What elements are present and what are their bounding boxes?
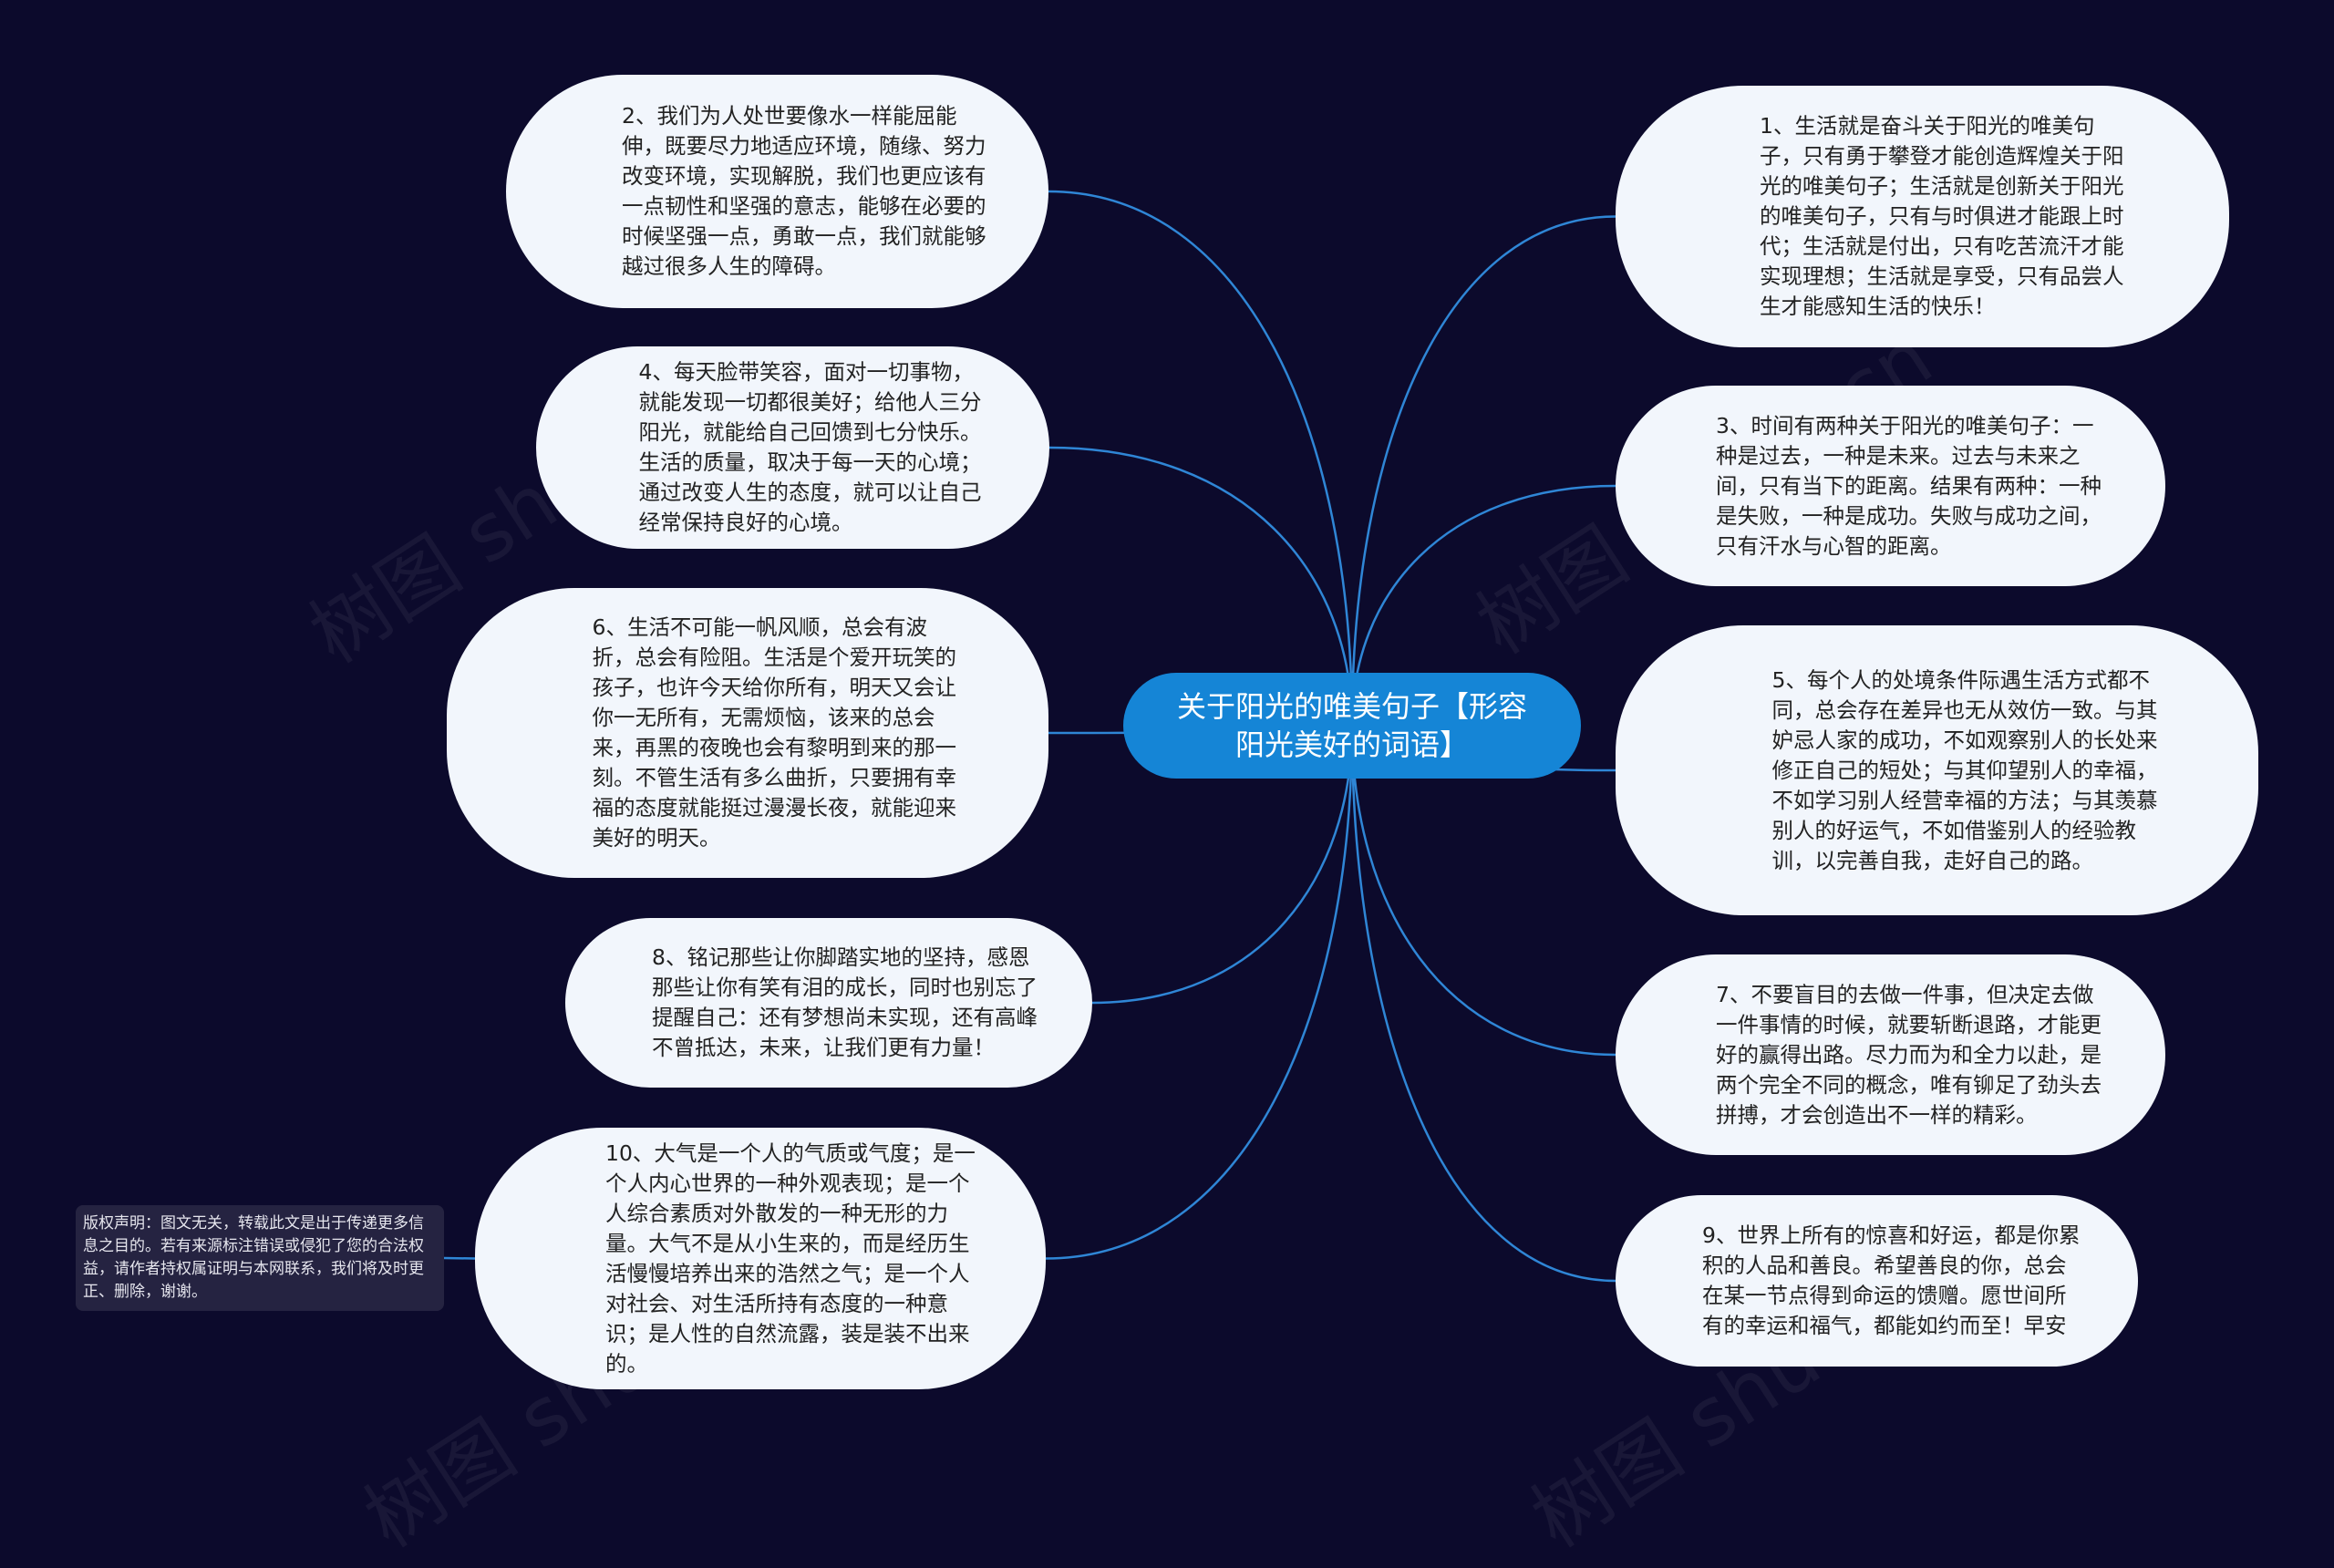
topic-node-4[interactable]: 4、每天脸带笑容，面对一切事物，就能发现一切都很美好；给他人三分阳光，就能给自己… — [536, 346, 1049, 549]
topic-node-3[interactable]: 3、时间有两种关于阳光的唯美句子：一种是过去，一种是未来。过去与未来之间，只有当… — [1616, 386, 2165, 586]
topic-text: 3、时间有两种关于阳光的唯美句子：一种是过去，一种是未来。过去与未来之间，只有当… — [1716, 412, 2102, 559]
topic-text: 10、大气是一个人的气质或气度；是一个人内心世界的一种外观表现；是一个人综合素质… — [605, 1140, 976, 1377]
central-topic-label: 关于阳光的唯美句子【形容阳光美好的词语】 — [1176, 689, 1527, 762]
connector-line — [1350, 725, 1616, 1283]
connector-line — [1350, 725, 1616, 1057]
topic-text: 6、生活不可能一帆风顺，总会有波折，总会有险阻。生活是个爱开玩笑的孩子，也许今天… — [592, 614, 957, 851]
topic-text: 2、我们为人处世要像水一样能屈能伸，既要尽力地适应环境，随缘、努力改变环境，实现… — [622, 103, 986, 279]
topic-text: 8、铭记那些让你脚踏实地的坚持，感恩那些让你有笑有泪的成长，同时也别忘了提醒自己… — [652, 944, 1038, 1060]
mind-map-canvas: 树图 shutu.cn 树图 shutu.cn 树图 shutu.cn 树图 s… — [76, 75, 2258, 1565]
topic-node-7[interactable]: 7、不要盲目的去做一件事，但决定去做一件事情的时候，就要斩断退路，才能更好的赢得… — [1616, 954, 2165, 1155]
topic-node-5[interactable]: 5、每个人的处境条件际遇生活方式都不同，总会存在差异也无从效仿一致。与其妒忌人家… — [1616, 625, 2258, 915]
topic-node-9[interactable]: 9、世界上所有的惊喜和好运，都是你累积的人品和善良。希望善良的你，总会在某一节点… — [1616, 1195, 2138, 1367]
topic-node-10[interactable]: 10、大气是一个人的气质或气度；是一个人内心世界的一种外观表现；是一个人综合素质… — [475, 1128, 1046, 1389]
topic-text: 1、生活就是奋斗关于阳光的唯美句子，只有勇于攀登才能创造辉煌关于阳光的唯美句子；… — [1760, 113, 2124, 319]
topic-text: 9、世界上所有的惊喜和好运，都是你累积的人品和善良。希望善良的你，总会在某一节点… — [1702, 1222, 2081, 1338]
topic-text: 7、不要盲目的去做一件事，但决定去做一件事情的时候，就要斩断退路，才能更好的赢得… — [1716, 981, 2102, 1128]
connector-line — [443, 1256, 476, 1260]
topic-node-2[interactable]: 2、我们为人处世要像水一样能屈能伸，既要尽力地适应环境，随缘、努力改变环境，实现… — [506, 75, 1048, 308]
topic-node-1[interactable]: 1、生活就是奋斗关于阳光的唯美句子，只有勇于攀登才能创造辉煌关于阳光的唯美句子；… — [1616, 86, 2229, 347]
connector-line — [1091, 725, 1354, 1005]
connector-line — [1350, 215, 1616, 727]
topic-node-6[interactable]: 6、生活不可能一帆风顺，总会有波折，总会有险阻。生活是个爱开玩笑的孩子，也许今天… — [447, 588, 1048, 878]
copyright-note: 版权声明：图文无关，转载此文是出于传递更多信息之目的。若有来源标注错误或侵犯了您… — [76, 1205, 444, 1311]
connector-line — [1048, 446, 1354, 727]
topic-text: 5、每个人的处境条件际遇生活方式都不同，总会存在差异也无从效仿一致。与其妒忌人家… — [1771, 666, 2158, 873]
copyright-text: 版权声明：图文无关，转载此文是出于传递更多信息之目的。若有来源标注错误或侵犯了您… — [83, 1214, 424, 1301]
connector-line — [1045, 725, 1354, 1260]
connector-line — [1048, 190, 1354, 727]
central-topic[interactable]: 关于阳光的唯美句子【形容阳光美好的词语】 — [1123, 673, 1581, 779]
topic-node-8[interactable]: 8、铭记那些让你脚踏实地的坚持，感恩那些让你有笑有泪的成长，同时也别忘了提醒自己… — [565, 918, 1092, 1088]
topic-text: 4、每天脸带笑容，面对一切事物，就能发现一切都很美好；给他人三分阳光，就能给自己… — [638, 359, 982, 535]
